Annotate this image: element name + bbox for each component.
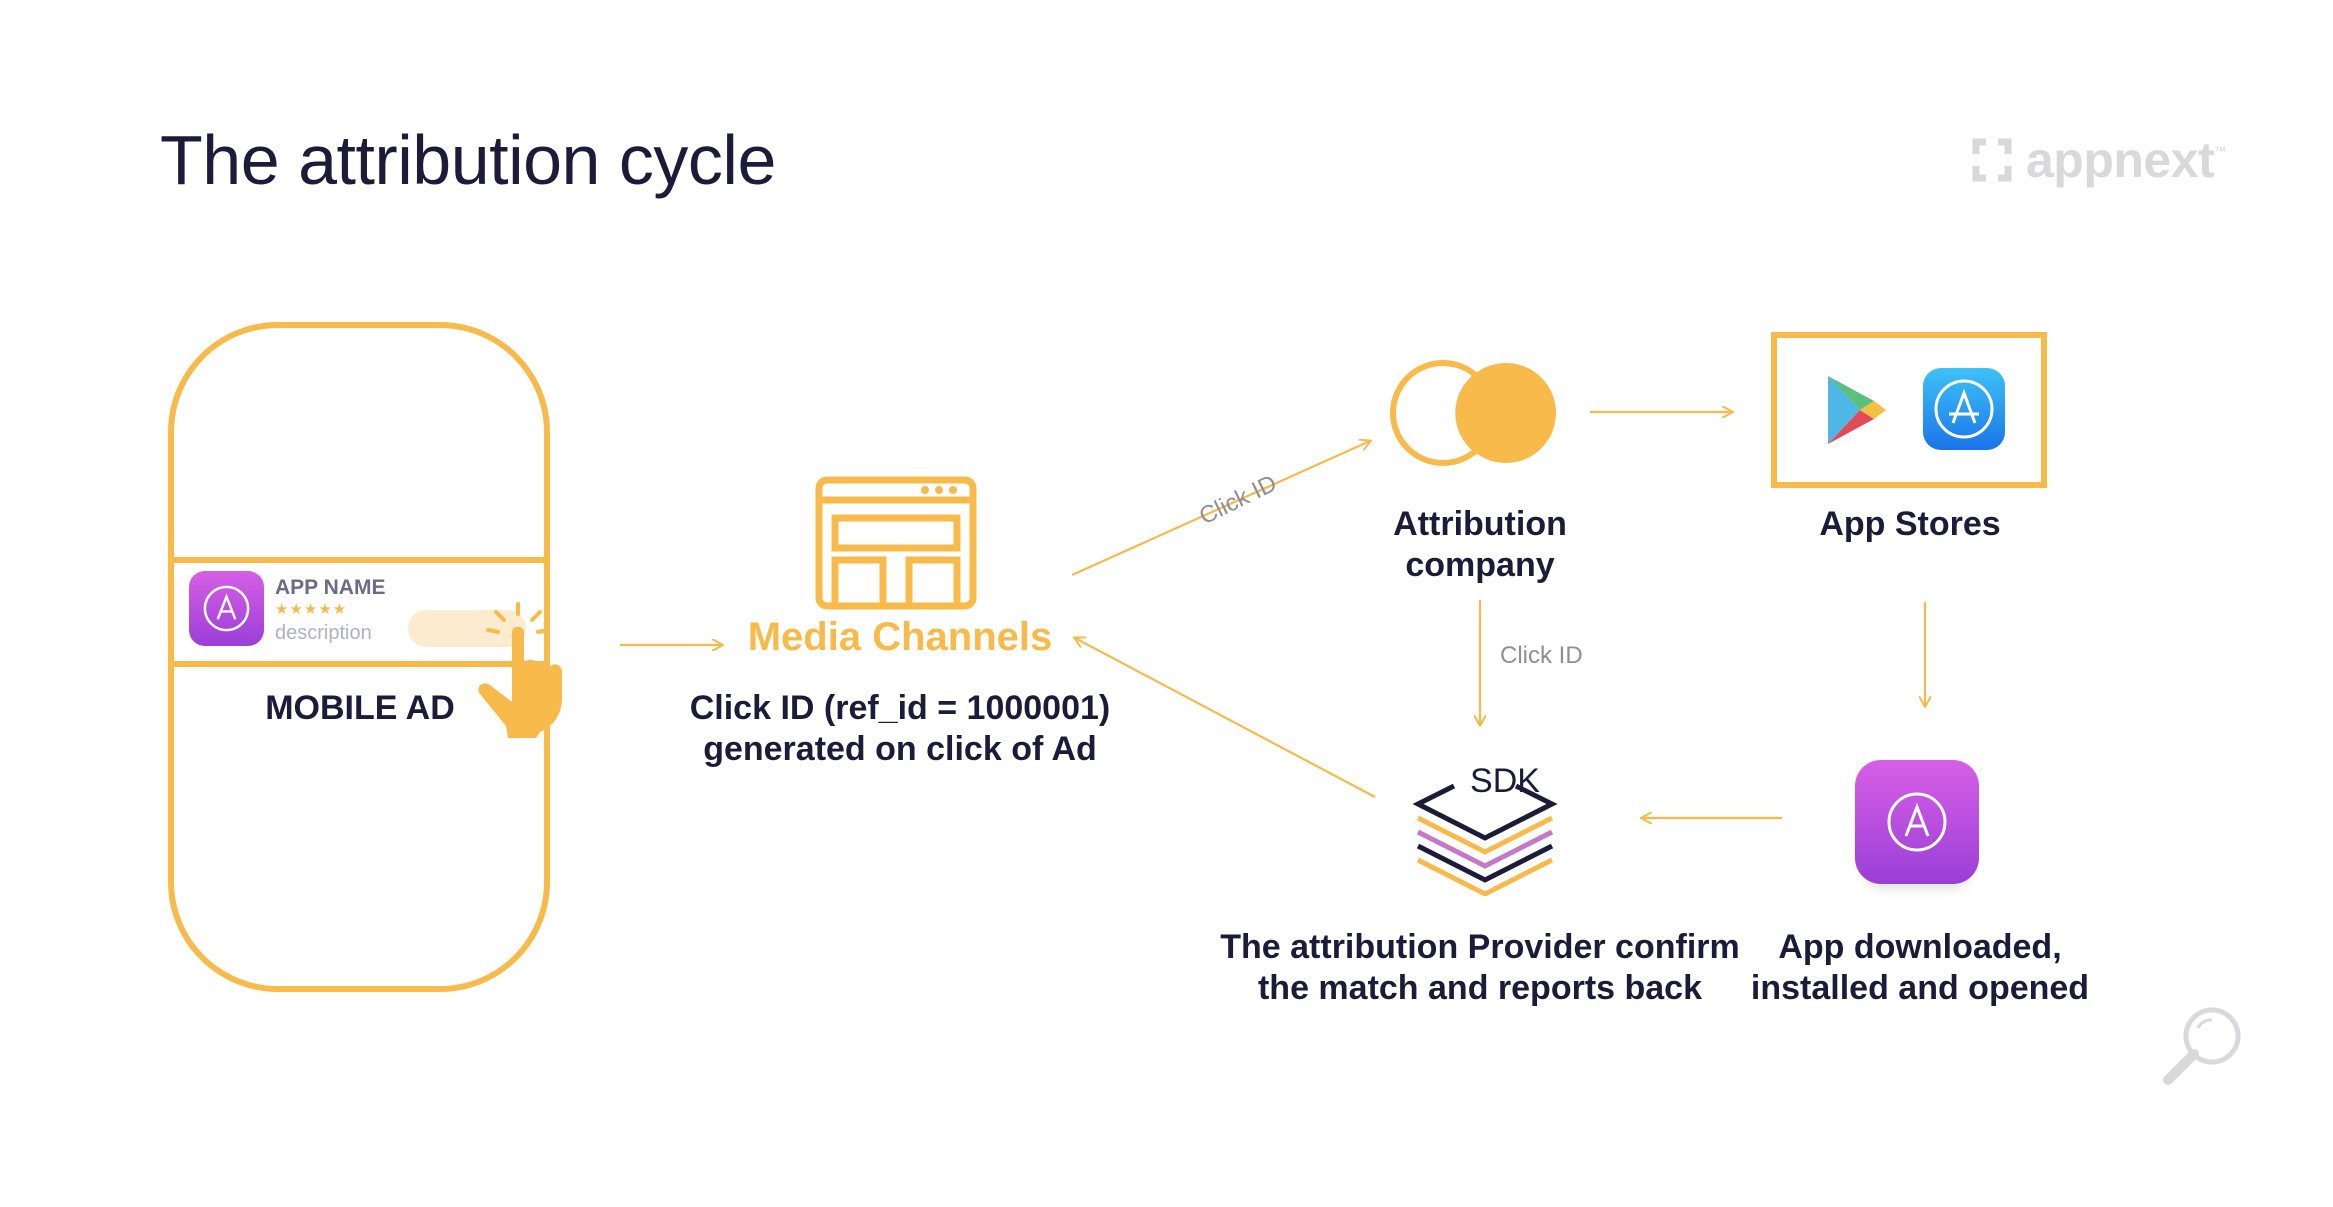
browser-window-icon: [815, 476, 977, 610]
downloaded-line1: App downloaded,: [1778, 928, 2062, 966]
app-a-icon: [1887, 792, 1947, 852]
attribution-line2: company: [1405, 546, 1555, 585]
attribution-circles-icon: [1390, 360, 1556, 466]
ad-app-name: APP NAME: [275, 576, 386, 599]
media-desc-line2: generated on click of Ad: [703, 730, 1097, 769]
tap-hand-icon: [478, 602, 562, 738]
apple-app-store-icon: [1923, 368, 2005, 450]
brand-trademark: ™: [2214, 144, 2227, 158]
app-icon: [189, 571, 264, 646]
downloaded-line2: installed and opened: [1750, 969, 2090, 1008]
page-title: The attribution cycle: [160, 121, 776, 199]
app-stores-label: App Stores: [1819, 505, 2001, 543]
sdk-layers-icon: [1412, 783, 1558, 896]
google-play-icon: [1828, 376, 1886, 444]
brand-name: appnext: [2026, 132, 2215, 188]
brand-logo: appnext ™: [1968, 130, 2226, 190]
sdk-label: SDK: [1470, 762, 1540, 800]
mobile-ad-label: MOBILE AD: [265, 689, 455, 727]
rating-stars: ★★★★★: [275, 601, 348, 618]
media-desc-line1: Click ID (ref_id = 1000001): [689, 689, 1111, 727]
app-stores-box: [1771, 332, 2047, 488]
downloaded-app-icon: [1855, 760, 1979, 884]
app-store-a-glyph-icon: [1934, 379, 1994, 439]
click-id-vertical-label: Click ID: [1500, 642, 1583, 669]
attribution-provider-label: The attribution Provider confirm the mat…: [1190, 927, 1770, 1010]
media-channels-description: Click ID (ref_id = 1000001) generated on…: [620, 688, 1180, 771]
media-channels-title: Media Channels: [747, 615, 1053, 659]
ad-install-button[interactable]: [408, 610, 526, 647]
attribution-line1: Attribution: [1393, 505, 1567, 543]
app-store-a-icon: [203, 585, 250, 632]
provider-line1: The attribution Provider confirm: [1220, 928, 1740, 966]
appnext-logo-icon: [1972, 138, 2012, 182]
app-downloaded-label: App downloaded, installed and opened: [1720, 927, 2120, 1010]
arrow-media-to-attribution: [1071, 441, 1370, 577]
arrow-sdk-to-media: [1075, 638, 1376, 798]
magnifier-icon: [2163, 1007, 2241, 1085]
attribution-company-label: Attribution company: [1330, 504, 1630, 587]
provider-line2: the match and reports back: [1257, 969, 1702, 1008]
ad-description: description: [275, 622, 372, 644]
